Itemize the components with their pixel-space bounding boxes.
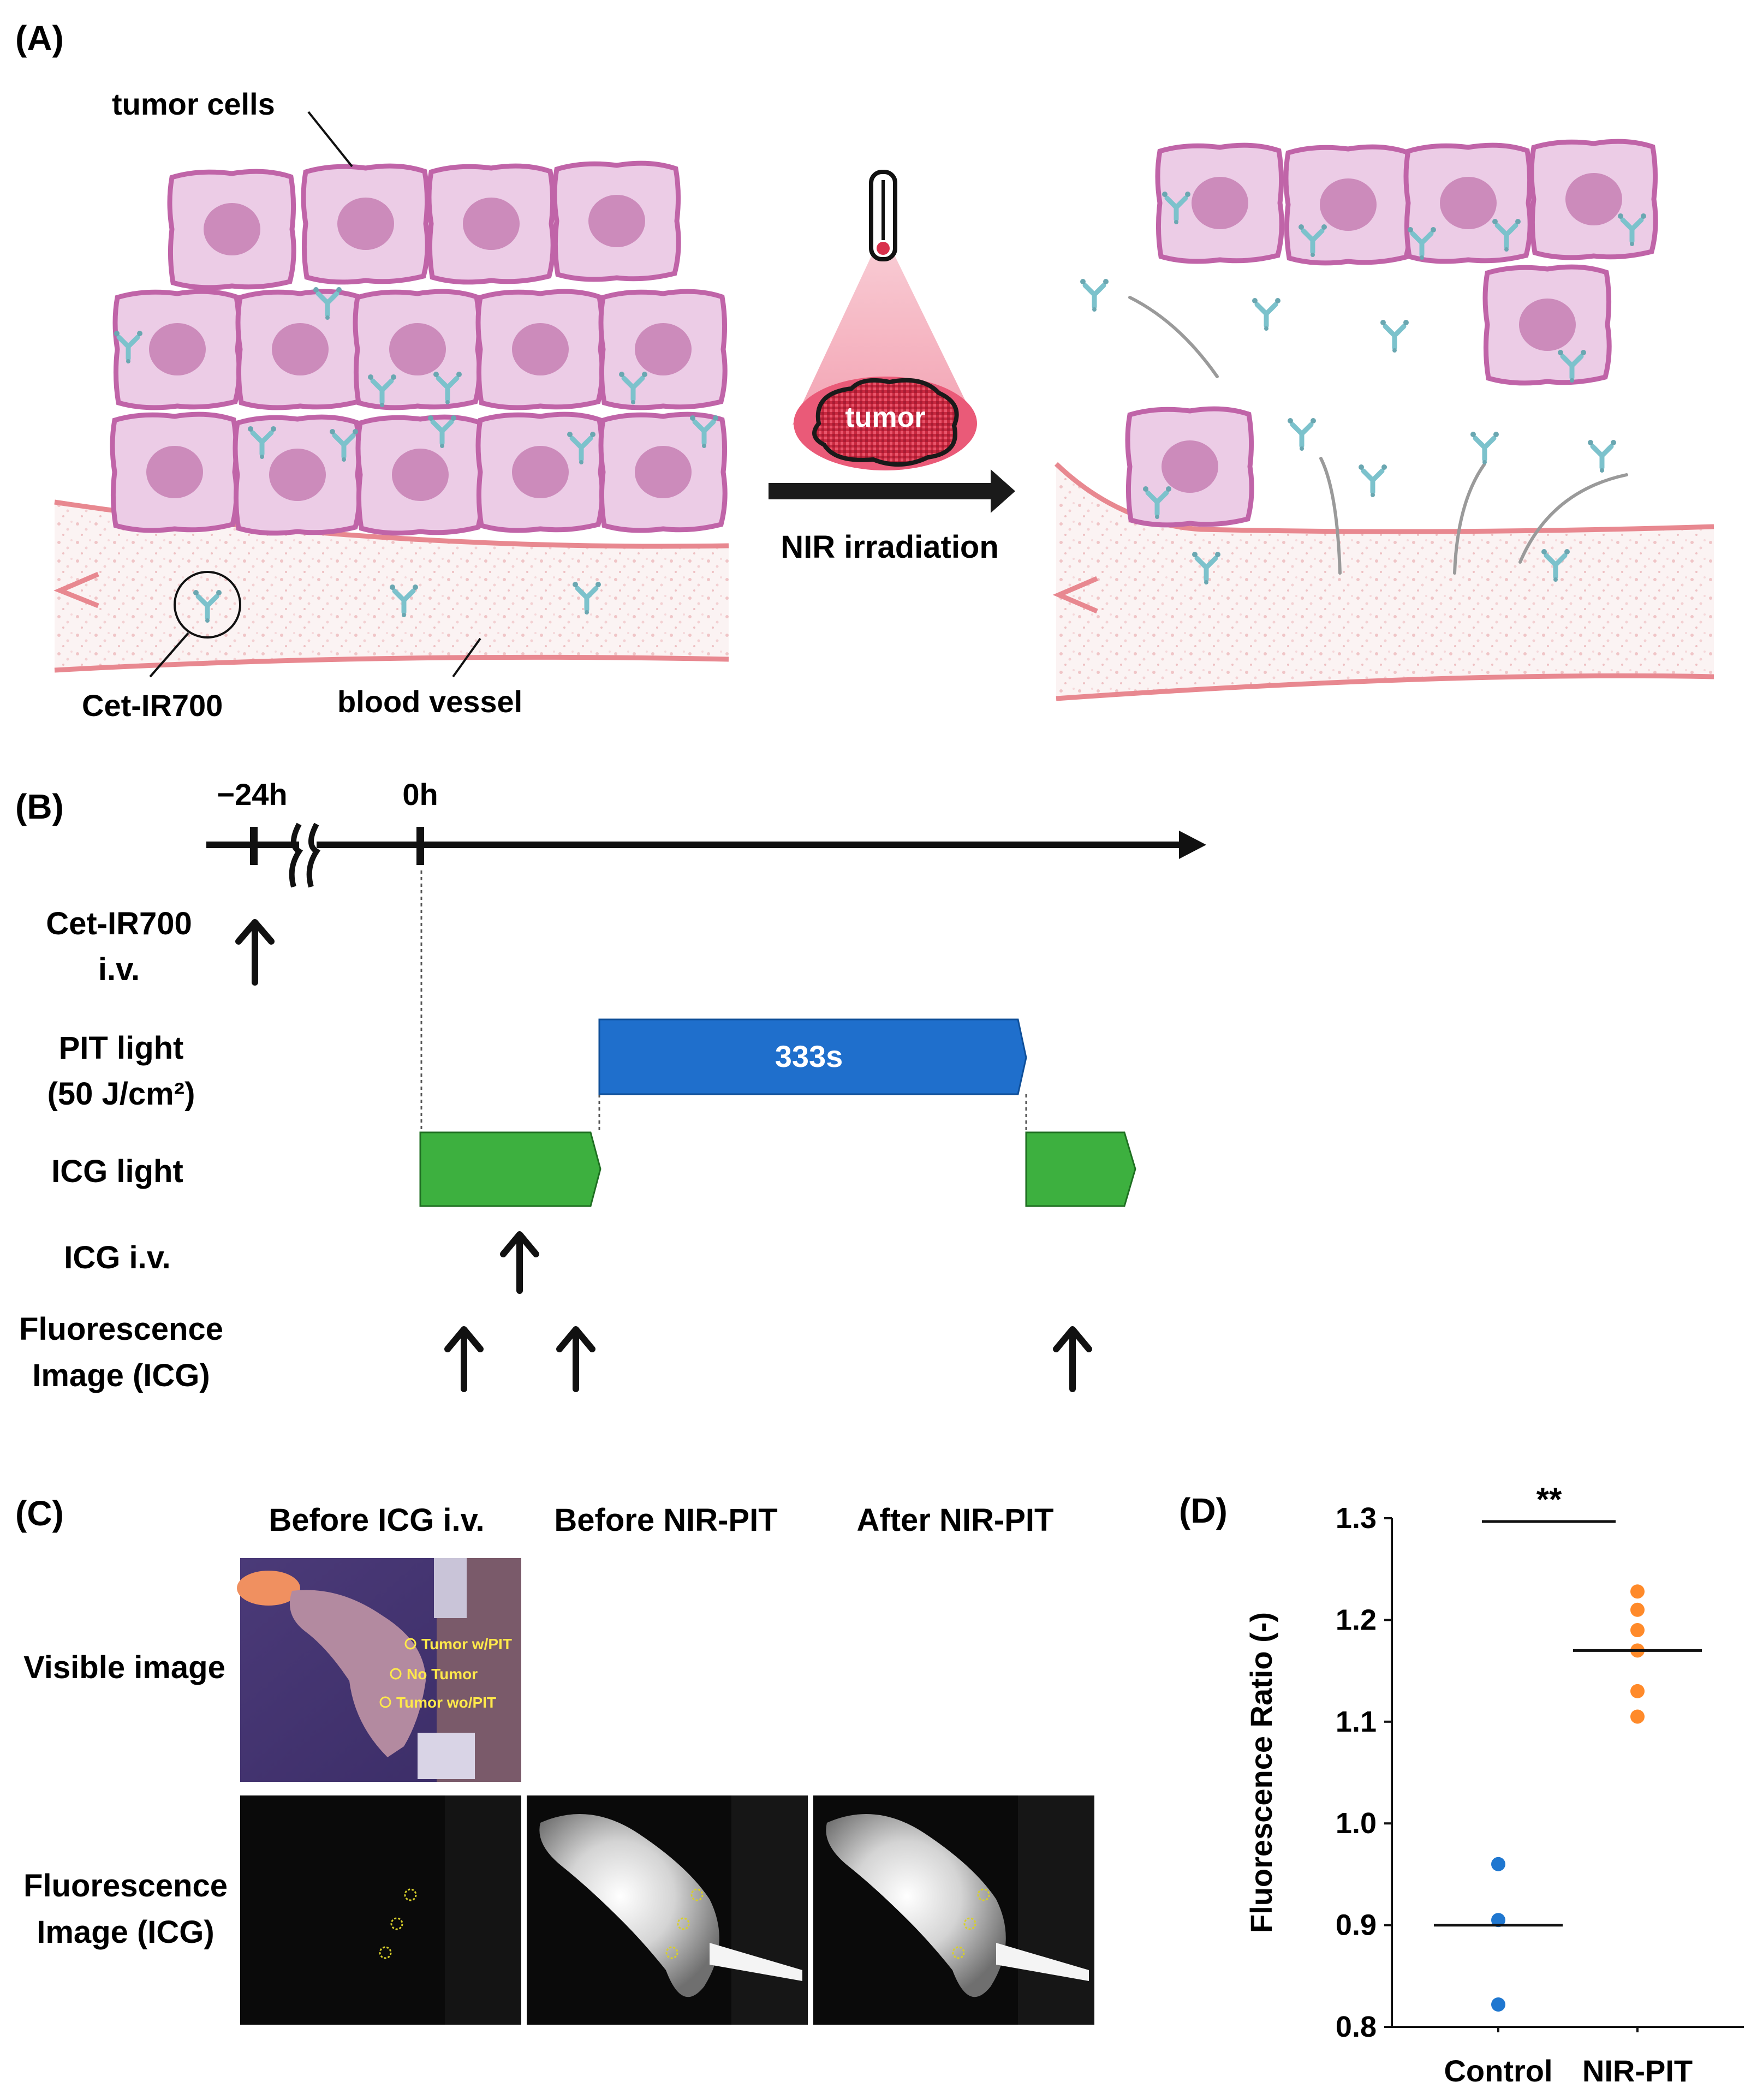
fluorescence-before-icg [240, 1795, 521, 2025]
row-cet-ir700-line1: Cet-IR700 [46, 906, 192, 941]
nir-irradiation-arrow [769, 469, 1015, 513]
time-minus-24h: −24h [217, 777, 287, 812]
data-point [1630, 1623, 1645, 1638]
y-tick-label: 1.3 [1336, 1502, 1377, 1535]
pit-duration-label: 333s [775, 1039, 843, 1073]
legend-tumor-wo-pit: Tumor wo/PIT [396, 1694, 496, 1711]
x-tick-label: Control [1444, 2054, 1552, 2088]
arrow-fluorescence-3 [1053, 1326, 1092, 1392]
cet-ir700-label: Cet-IR700 [82, 688, 223, 723]
row-pit-light-line1: PIT light [59, 1030, 184, 1066]
tumor-cells-label: tumor cells [112, 87, 275, 121]
legend-no-tumor: No Tumor [407, 1666, 478, 1683]
row-cet-ir700-line2: i.v. [98, 952, 140, 987]
fluorescence-before-nir-pit [527, 1795, 808, 2025]
row-icg-light: ICG light [51, 1154, 183, 1189]
nir-light-source: tumor [793, 170, 977, 470]
column-before-nir-pit: Before NIR-PIT [554, 1502, 777, 1538]
row-icg-iv: ICG i.v. [64, 1240, 171, 1275]
panel-b: (B) −24h 0h Cet-IR700 i.v. PIT light (50… [15, 777, 1206, 1393]
y-tick-label: 0.8 [1336, 2010, 1377, 2043]
fluorescence-after-nir-pit [813, 1795, 1094, 2025]
y-tick-label: 0.9 [1336, 1909, 1377, 1942]
row-pit-light-line2: (50 J/cm²) [47, 1076, 195, 1112]
nir-irradiation-label: NIR irradiation [781, 529, 999, 565]
significance-label: ** [1536, 1481, 1562, 1518]
cet-ir700-pointer [149, 632, 189, 678]
blood-vessel-pointer [452, 637, 481, 678]
row-fluorescence-line2: Image (ICG) [32, 1358, 210, 1393]
tumor-cells-pointer [307, 111, 353, 168]
timeline-axis [206, 822, 1206, 888]
data-point [1630, 1684, 1645, 1698]
released-fragments [1128, 296, 1628, 575]
blood-vessel-label: blood vessel [337, 684, 522, 719]
y-tick-label: 1.0 [1336, 1807, 1377, 1840]
y-tick-label: 1.1 [1336, 1705, 1377, 1738]
highlight-circle [174, 571, 241, 639]
pit-light-bar [598, 1018, 1027, 1095]
tumor-cell-cluster-left [112, 163, 725, 533]
blood-vessel-right [1052, 462, 1714, 701]
arrow-fluorescence-1 [444, 1326, 484, 1392]
arrow-cet-ir700-iv [235, 919, 275, 986]
data-point [1630, 1709, 1645, 1724]
column-after-nir-pit: After NIR-PIT [857, 1502, 1054, 1538]
arrow-fluorescence-2 [556, 1326, 595, 1392]
guide-lines [420, 870, 1027, 1132]
time-0h: 0h [402, 777, 438, 812]
panel-a: (A) [15, 19, 1714, 723]
row-fluorescence-image-line2: Image (ICG) [37, 1914, 215, 1950]
column-before-icg: Before ICG i.v. [269, 1502, 484, 1538]
data-point [1491, 1913, 1505, 1928]
arrow-icg-iv [500, 1231, 539, 1294]
icg-light-bar-1 [419, 1131, 601, 1207]
panel-b-label: (B) [15, 787, 64, 826]
timeline-arrows [235, 919, 1092, 1392]
data-point [1491, 1997, 1505, 2012]
panel-c: (C) Before ICG i.v. Before NIR-PIT After… [15, 1494, 1094, 2025]
row-fluorescence-line1: Fluorescence [19, 1311, 223, 1347]
panel-a-label: (A) [15, 19, 64, 58]
tumor-label: tumor [845, 402, 925, 433]
data-point [1630, 1602, 1645, 1617]
icg-light-bar-2 [1025, 1131, 1136, 1207]
row-visible-image: Visible image [23, 1650, 225, 1685]
visible-photo: Tumor w/PIT No Tumor Tumor wo/PIT [237, 1558, 521, 1782]
row-fluorescence-image-line1: Fluorescence [23, 1868, 228, 1904]
y-tick-label: 1.2 [1336, 1603, 1377, 1636]
panel-d-label: (D) [1179, 1491, 1228, 1530]
data-point [1491, 1857, 1505, 1871]
legend-tumor-w-pit: Tumor w/PIT [421, 1636, 512, 1652]
panel-c-label: (C) [15, 1494, 64, 1533]
y-axis-label: Fluorescence Ratio (-) [1244, 1612, 1278, 1933]
data-point [1630, 1584, 1645, 1599]
x-tick-label: NIR-PIT [1582, 2054, 1693, 2088]
